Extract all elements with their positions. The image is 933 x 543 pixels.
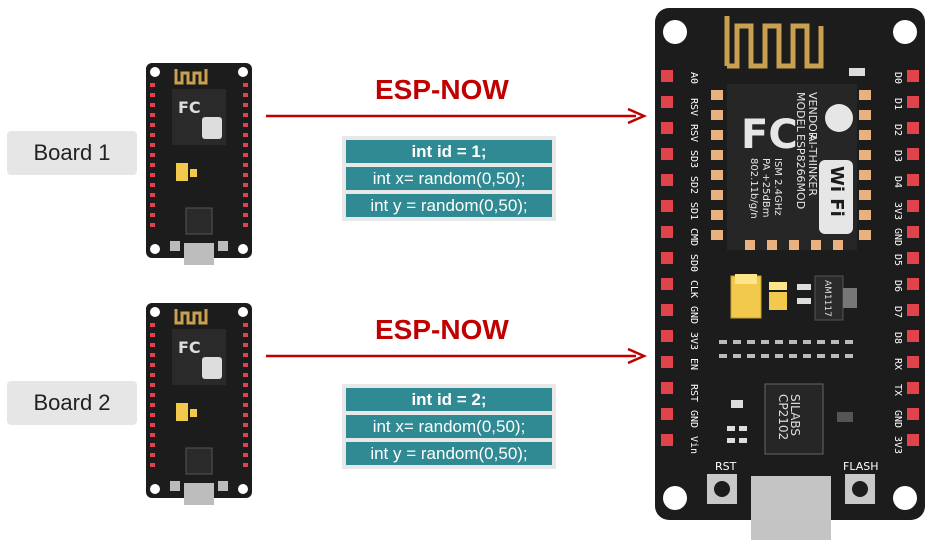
flash-label: FLASH [843, 460, 879, 473]
module-model-value: ESP8266MOD [794, 134, 807, 209]
pin-label-right: GND [892, 410, 903, 428]
board-2-image: FC [146, 303, 252, 505]
pin-label-left: RST [688, 384, 699, 402]
chip-model: CP2102 [776, 394, 790, 440]
board-2-label: Board 2 [7, 381, 137, 425]
board-1-label-text: Board 1 [33, 140, 111, 165]
receiver-board: FC MODEL VENDOR ESP8266MOD AI-THINKER IS… [655, 8, 925, 540]
regulator-label: AM1117 [822, 280, 832, 317]
code-line-id: int id = 1; [346, 140, 552, 163]
pin-label-right: D2 [892, 124, 903, 136]
pin-label-left: GND [688, 306, 699, 324]
pin-label-left: 3V3 [688, 332, 699, 350]
pin-label-right: D5 [892, 254, 903, 266]
pin-label-right: D0 [892, 72, 903, 84]
module-vendor-value: AI-THINKER [806, 134, 819, 196]
protocol-label-2: ESP-NOW [375, 314, 509, 345]
pin-label-right: D1 [892, 98, 903, 110]
code-line-id: int id = 2; [346, 388, 552, 411]
svg-text:FC: FC [178, 338, 201, 357]
board-1-label: Board 1 [7, 131, 137, 175]
pin-label-right: GND [892, 228, 903, 246]
pin-label-right: D7 [892, 306, 903, 318]
pin-label-right: D6 [892, 280, 903, 292]
pin-label-left: SD0 [688, 254, 699, 272]
pin-label-left: CLK [688, 280, 699, 298]
board-1-image: FC [146, 63, 252, 265]
pin-label-left: RSV [688, 98, 699, 116]
pin-label-right: RX [892, 358, 903, 370]
module-ism: ISM 2.4GHz [772, 158, 783, 216]
wifi-logo-icon [819, 160, 853, 234]
svg-text:FC: FC [178, 98, 201, 117]
wifi-logo-text: Wi Fi [826, 166, 847, 217]
pin-label-left: SD2 [688, 176, 699, 194]
pin-label-left: SD1 [688, 202, 699, 220]
pin-label-right: D8 [892, 332, 903, 344]
pin-label-right: D3 [892, 150, 903, 162]
usb-port [751, 476, 831, 540]
code-panel-1: int id = 1; int x= random(0,50); int y =… [342, 136, 556, 221]
chip-vendor: SILABS [788, 394, 802, 436]
pin-label-right: D4 [892, 176, 903, 188]
module-standard: 802.11b/g/n [748, 158, 759, 219]
rst-label: RST [715, 460, 737, 473]
pin-label-left: GND [688, 410, 699, 428]
code-line-y: int y = random(0,50); [346, 194, 552, 217]
module-model-label: MODEL [794, 92, 807, 133]
code-line-x: int x= random(0,50); [346, 167, 552, 190]
code-panel-2: int id = 2; int x= random(0,50); int y =… [342, 384, 556, 469]
protocol-label-1: ESP-NOW [375, 74, 509, 105]
pin-label-left: CMD [688, 228, 699, 246]
code-line-y: int y = random(0,50); [346, 442, 552, 465]
vendor-logo-icon [825, 104, 853, 132]
pin-label-left: Vin [688, 436, 699, 454]
fc-logo: FC [741, 112, 798, 158]
pin-label-right: 3V3 [892, 436, 903, 454]
module-vendor-label: VENDOR [806, 92, 819, 140]
pin-label-left: SD3 [688, 150, 699, 168]
pin-label-right: TX [892, 384, 903, 396]
pin-label-left: RSV [688, 124, 699, 142]
pin-label-left: EN [688, 358, 699, 370]
arrow-1 [266, 107, 648, 125]
board-2-label-text: Board 2 [33, 390, 111, 415]
pin-label-left: A0 [688, 72, 699, 84]
code-line-x: int x= random(0,50); [346, 415, 552, 438]
module-pa: PA +25dBm [760, 158, 771, 217]
arrow-2 [266, 347, 648, 365]
pin-label-right: 3V3 [892, 202, 903, 220]
